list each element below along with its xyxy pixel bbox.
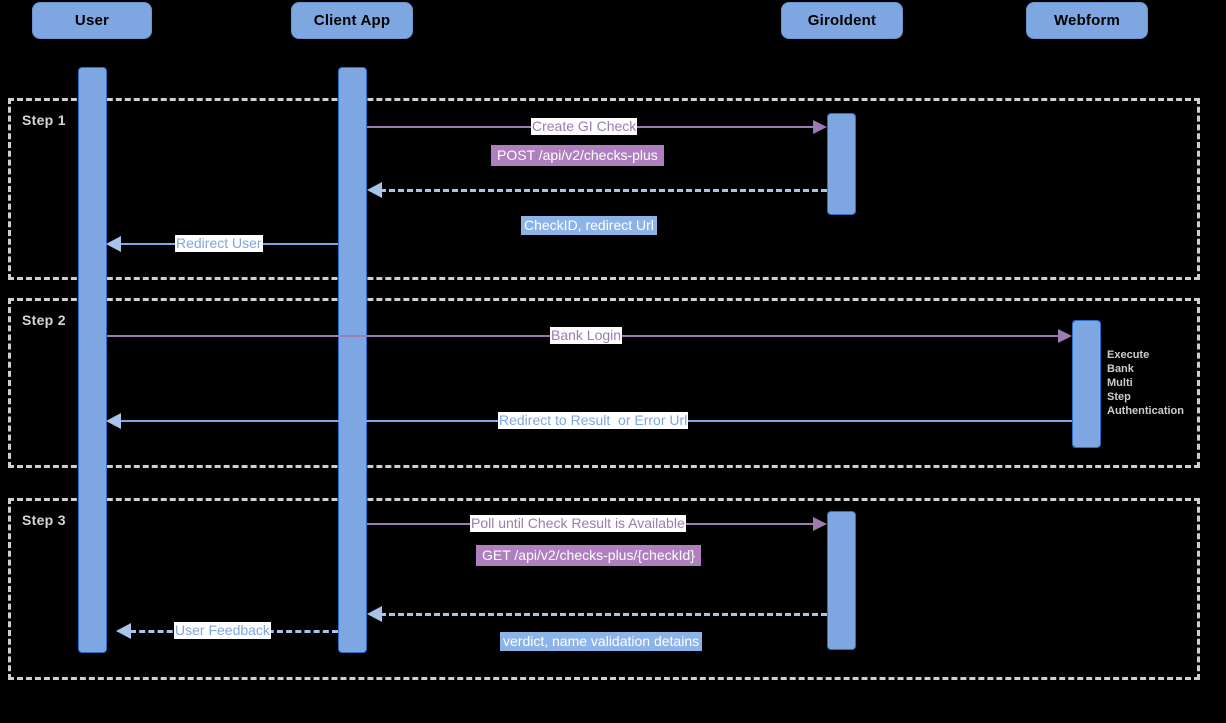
arrow-head-checkid-response [367,182,382,198]
payload-badge-get-checks-plus: GET /api/v2/checks-plus/{checkId} [476,545,701,566]
note-webform-authentication: Execute Bank Multi Step Authentication [1107,349,1184,417]
actor-box-user[interactable]: User [32,2,152,39]
message-label-create-gi-check: Create GI Check [531,118,638,135]
arrow-head-redirect-user [106,236,121,252]
message-line-checkid-response [380,189,827,192]
actor-label-user: User [74,12,110,29]
arrow-head-poll-check-result [813,517,827,531]
message-label-redirect-user: Redirect User [175,235,263,252]
frame-label-step1: Step 1 [22,112,66,128]
arrow-head-verdict-response [367,606,382,622]
frame-label-step2: Step 2 [22,312,66,328]
message-label-bank-login: Bank Login [550,327,623,344]
actor-label-webform: Webform [1053,12,1121,29]
activation-bar-user[interactable] [78,67,107,653]
message-label-user-feedback: User Feedback [174,622,271,639]
payload-badge-checkid-redirect-url: CheckID, redirect Url [521,216,657,235]
actor-label-client-app: Client App [313,12,391,29]
payload-badge-post-checks-plus: POST /api/v2/checks-plus [491,145,664,166]
frame-step2 [8,298,1200,468]
arrow-head-create-gi-check [813,120,827,134]
arrow-head-bank-login [1058,329,1072,343]
activation-bar-client-app[interactable] [338,67,367,653]
message-label-poll-check-result: Poll until Check Result is Available [470,515,686,532]
activation-bar-webform-step2[interactable] [1072,320,1101,448]
frame-step3 [8,498,1200,680]
frame-step1 [8,98,1200,280]
actor-label-giroident: GiroIdent [807,12,877,29]
actor-box-giroident[interactable]: GiroIdent [781,2,903,39]
arrow-head-user-feedback [116,623,131,639]
activation-bar-giroident-step1[interactable] [827,113,856,215]
arrow-head-redirect-result-url [106,413,121,429]
frame-label-step3: Step 3 [22,512,66,528]
activation-bar-giroident-step3[interactable] [827,511,856,650]
message-line-verdict-response [380,613,827,616]
actor-box-client-app[interactable]: Client App [291,2,413,39]
actor-box-webform[interactable]: Webform [1026,2,1148,39]
payload-badge-verdict-name-validation: verdict, name validation detains [500,632,703,651]
message-label-redirect-result-url: Redirect to Result or Error Url [498,412,689,429]
